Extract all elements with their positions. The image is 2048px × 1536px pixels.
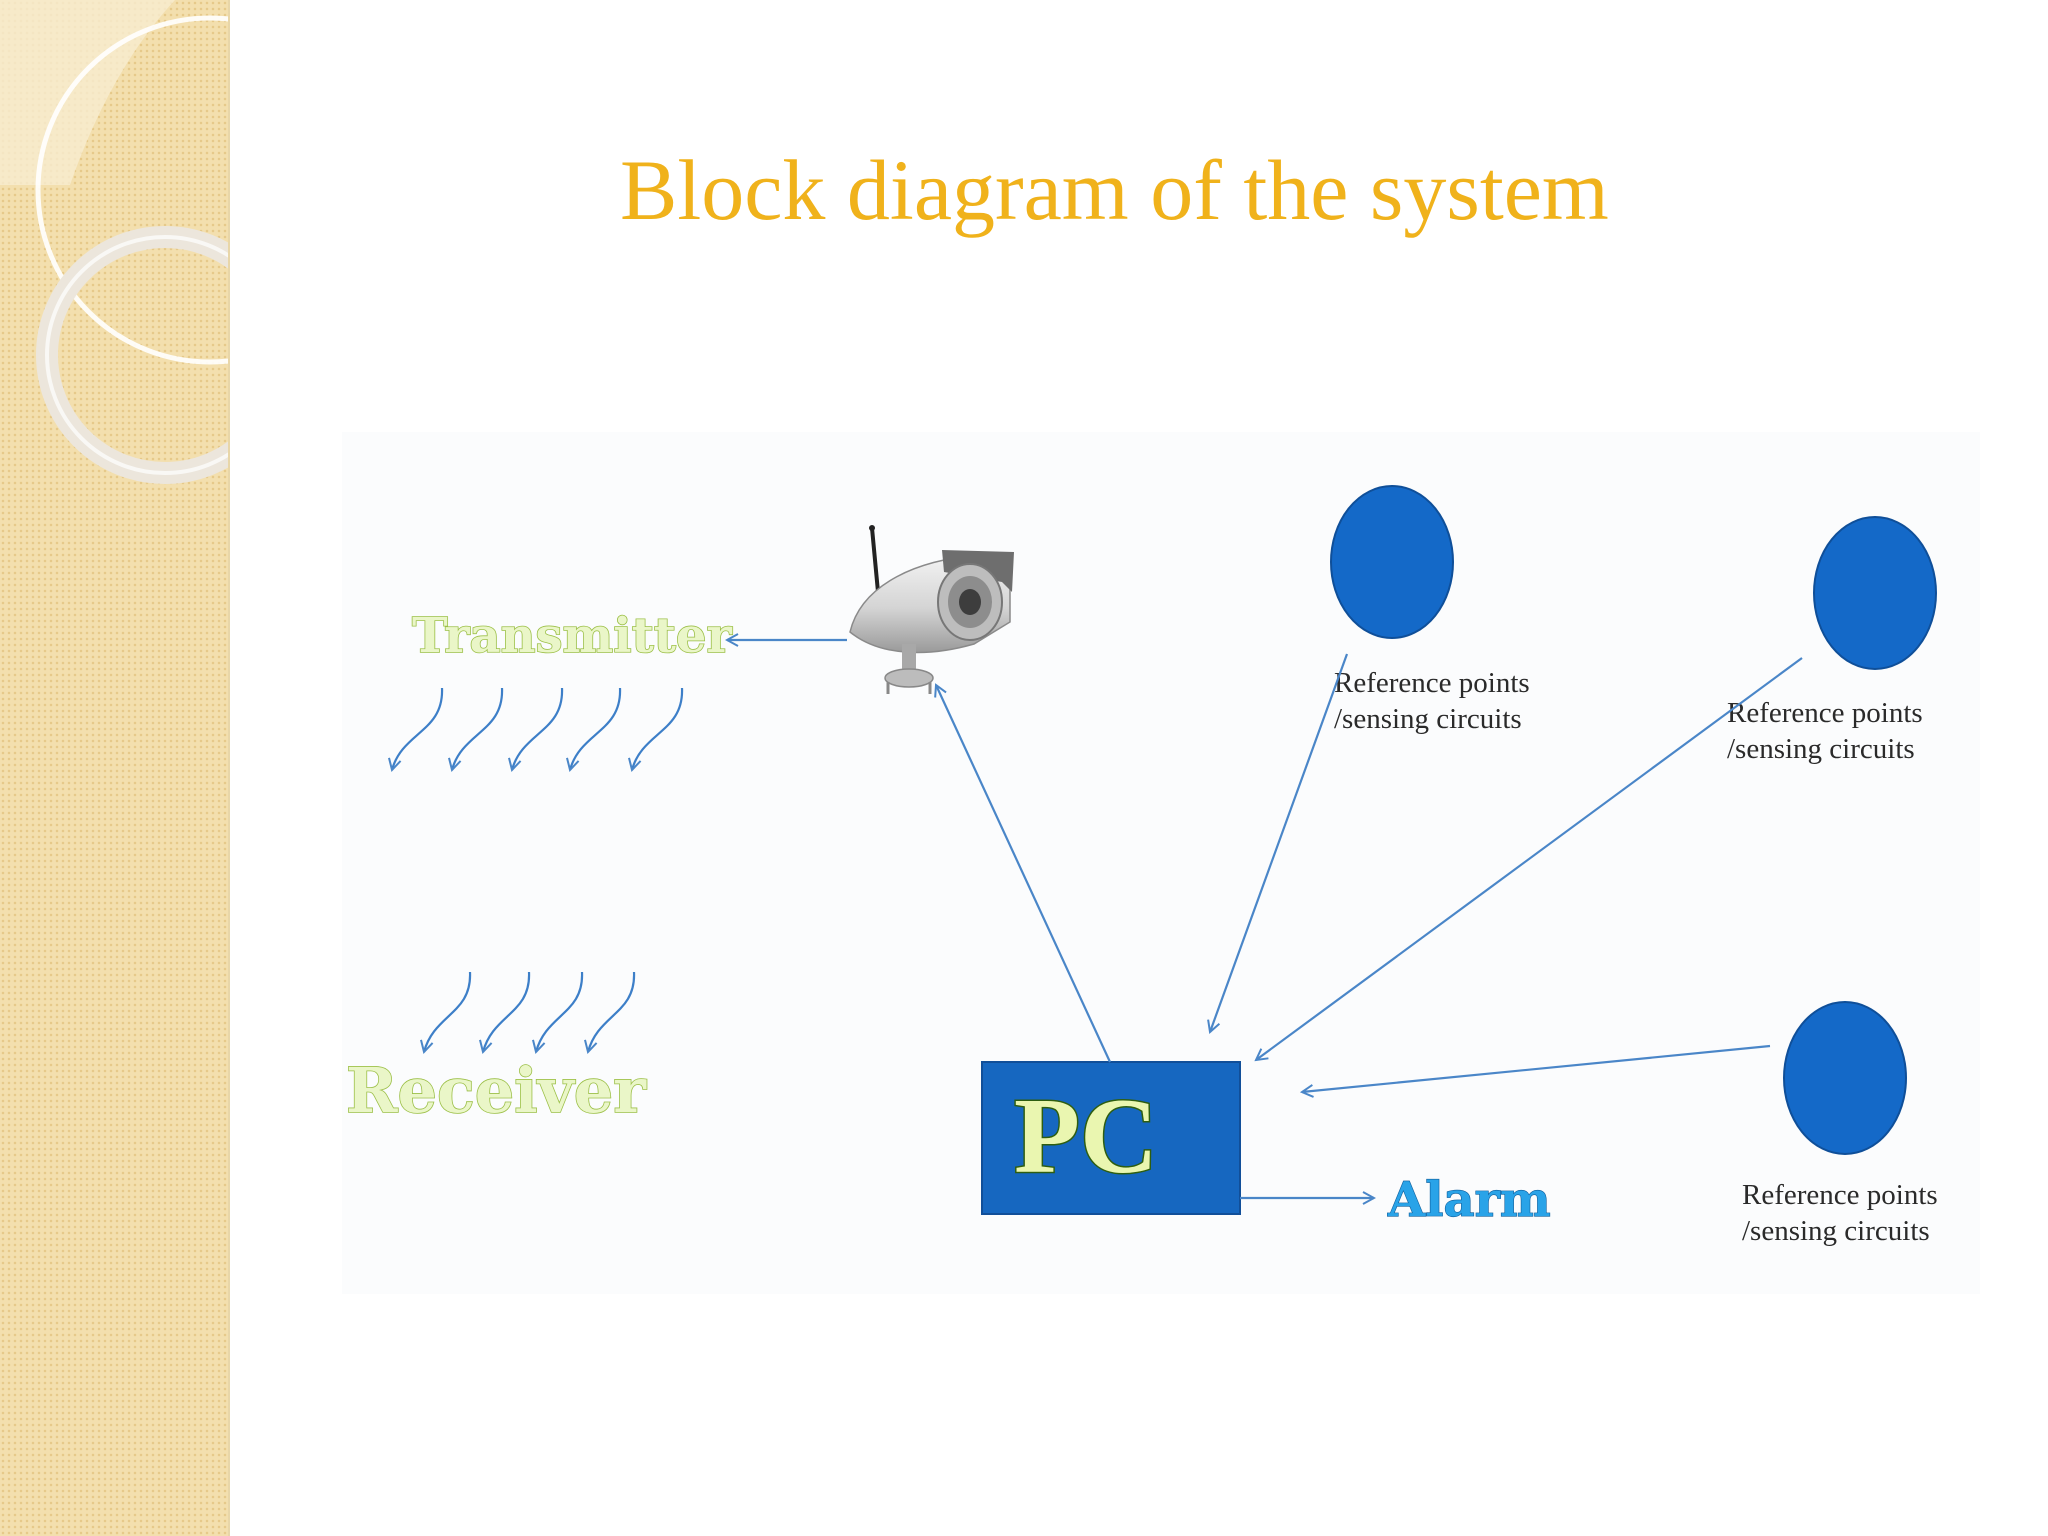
reference-node-1-label-line2: /sensing circuits (1334, 703, 1522, 735)
slide-title: Block diagram of the system (620, 142, 1609, 238)
reference-3-to-pc-arrow (1302, 1044, 1771, 1092)
reference-node-1-label-line1: Reference points (1334, 667, 1530, 699)
diagram-panel: Transmitter Receiver (342, 432, 1980, 1294)
receiver-signal-waves (424, 971, 636, 1052)
reference-node-3-label-line1: Reference points (1742, 1179, 1938, 1211)
receiver-label: Receiver (346, 1054, 647, 1127)
decorative-rings (0, 0, 228, 484)
reference-node-3 (1783, 1001, 1907, 1155)
pc-label: PC (1014, 1077, 1158, 1196)
reference-node-2-label-line2: /sensing circuits (1727, 733, 1915, 765)
decorative-sidebar (0, 0, 230, 1536)
reference-1-to-pc-arrow (1210, 653, 1349, 1032)
block-diagram: Transmitter Receiver (345, 485, 1938, 1247)
alarm-label: Alarm (1387, 1172, 1551, 1228)
transmitter-label: Transmitter (412, 608, 732, 664)
pc-to-camera-arrow (936, 685, 1111, 1063)
reference-2-to-pc-arrow (1256, 657, 1803, 1060)
reference-node-2 (1813, 516, 1937, 670)
security-camera-icon (849, 525, 1014, 694)
transmitter-signal-waves (392, 687, 684, 770)
pc-box (981, 1061, 1241, 1215)
reference-node-3-label-line2: /sensing circuits (1742, 1215, 1930, 1247)
reference-node-1 (1330, 485, 1454, 639)
reference-node-2-label-line1: Reference points (1727, 697, 1923, 729)
